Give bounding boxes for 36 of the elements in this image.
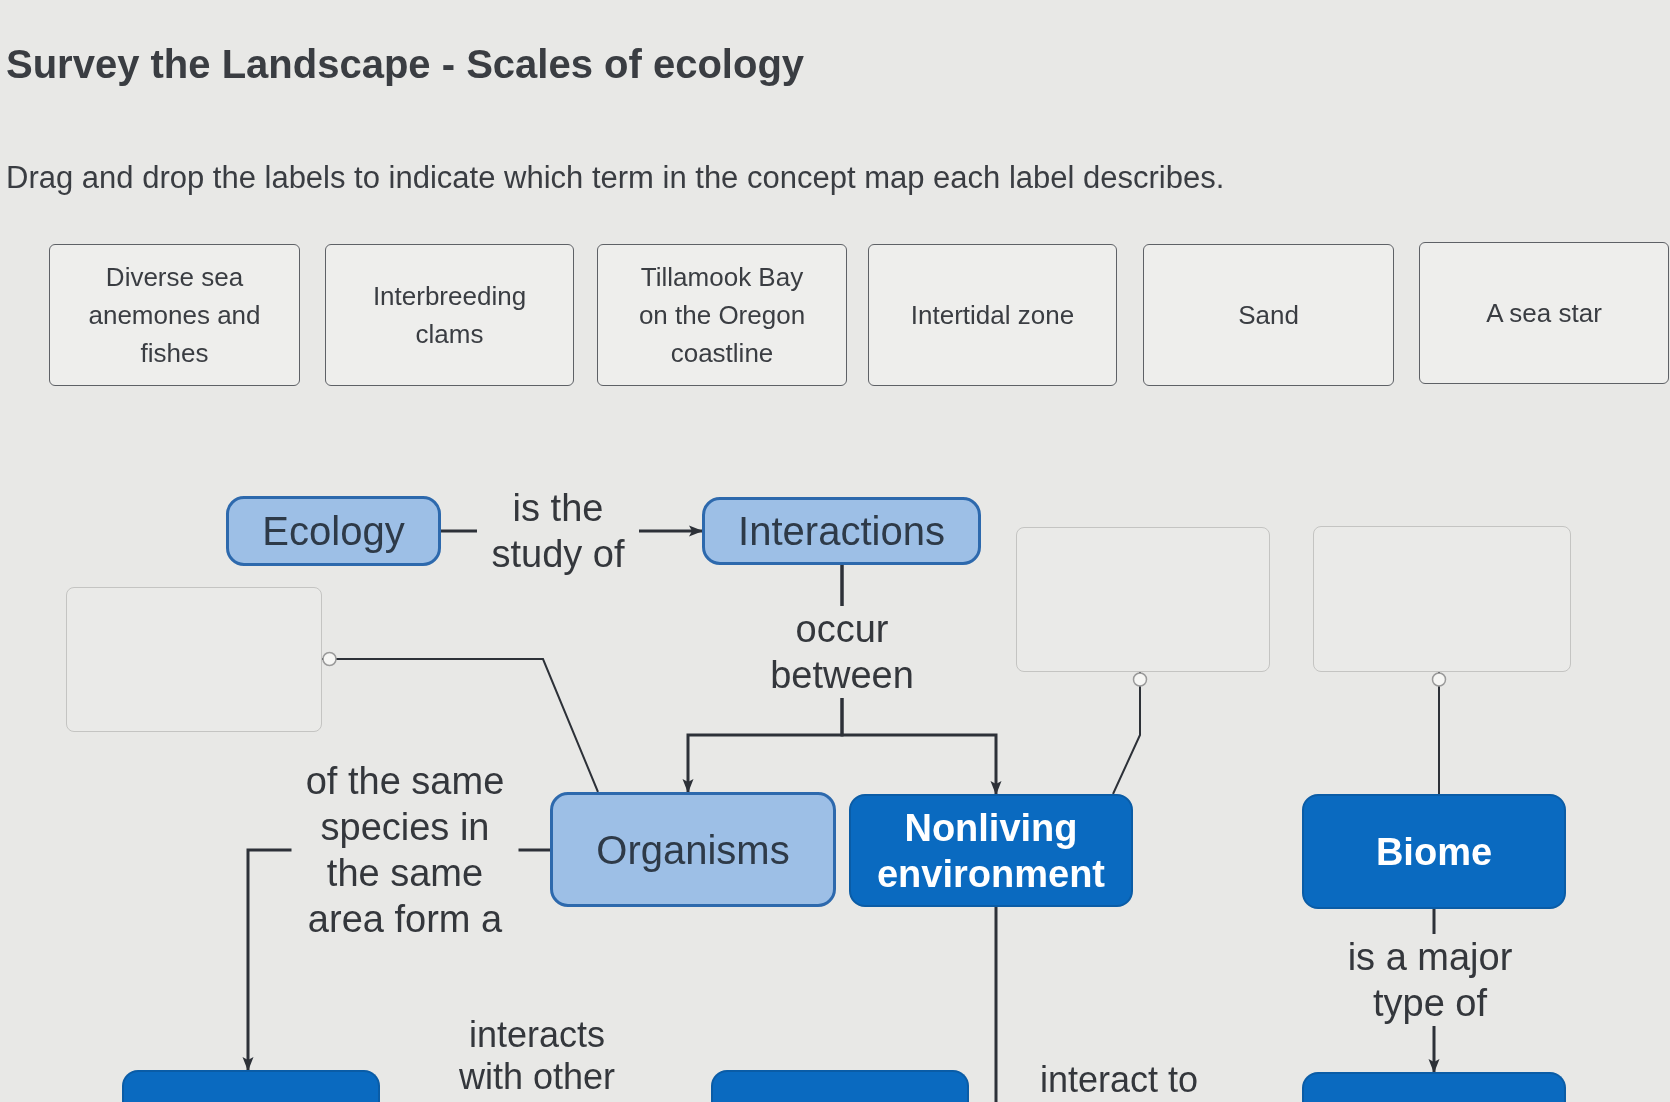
label-card: [868, 244, 1117, 386]
concept-box: [849, 794, 1133, 907]
card-text: Interbreeding clams: [371, 280, 528, 351]
concept-box: [226, 496, 441, 566]
concept-box: [550, 792, 836, 907]
label-card: [325, 244, 574, 386]
card-text: Sand: [1238, 299, 1299, 332]
answer-box: [1313, 526, 1571, 672]
answer-box: [66, 587, 322, 732]
concept-box: [702, 497, 981, 565]
label-card: [597, 244, 847, 386]
instruction-text: Drag and drop the labels to indicate which term in the concept map each label describes.: [6, 159, 1225, 197]
answer-box: [1016, 527, 1270, 672]
concept-label: Nonliving environment: [875, 805, 1106, 897]
concept-label: Organisms: [596, 826, 790, 873]
concept-label: Ecology: [262, 508, 405, 554]
concept-box: [1302, 1072, 1566, 1102]
leader-line: [321, 651, 599, 793]
leader-line: [1431, 671, 1447, 795]
concept-label: Biome: [1375, 829, 1493, 875]
concept-box: [711, 1070, 969, 1102]
link-phrase: interact to: [1040, 1060, 1199, 1100]
link-phrase: interacts with other: [457, 1014, 617, 1098]
page-title: Survey the Landscape - Scales of ecology: [6, 41, 805, 87]
card-text: A sea star: [1486, 297, 1602, 330]
leader-line: [1112, 671, 1148, 795]
label-card: [1143, 244, 1394, 386]
card-text: Diverse sea anemones and fishes: [87, 261, 262, 370]
card-text: Tillamook Bay on the Oregon coastline: [637, 261, 807, 370]
card-text: Intertidal zone: [910, 299, 1075, 332]
concept-box: [122, 1070, 380, 1102]
concept-box: [1302, 794, 1566, 909]
label-card: [1419, 242, 1669, 384]
connector-line: [994, 907, 998, 1102]
label-card: [49, 244, 300, 386]
concept-label: Interactions: [738, 508, 945, 554]
